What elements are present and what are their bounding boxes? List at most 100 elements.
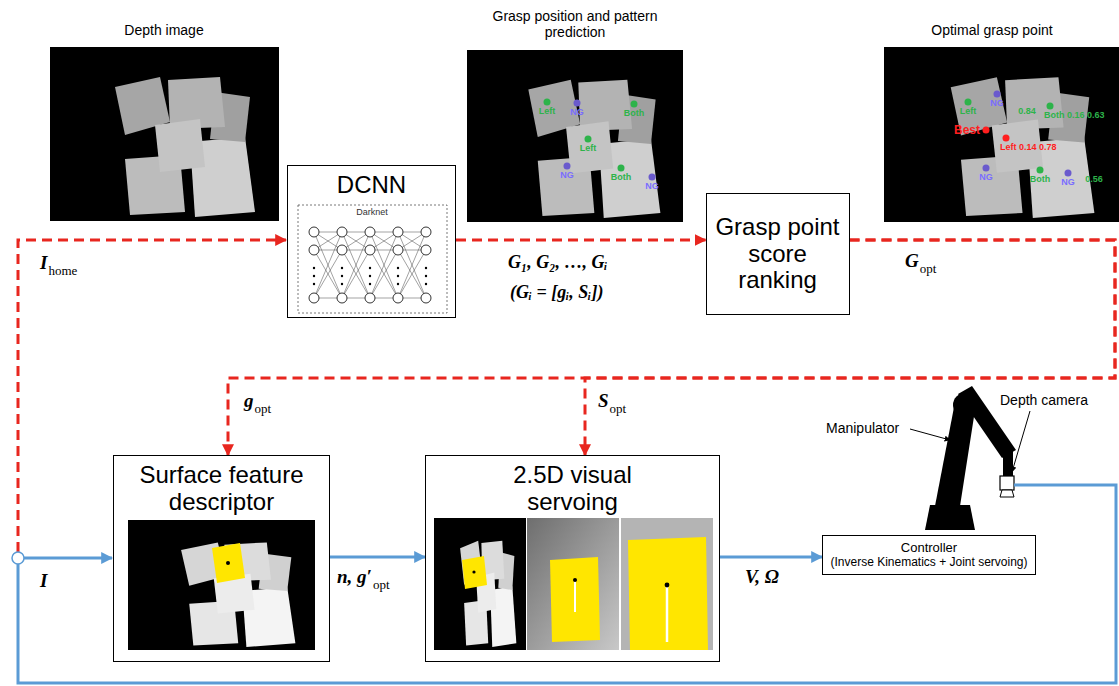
signal-name: (Gᵢ = [gᵢ, Sᵢ]) [510,282,603,303]
connector [456,239,706,242]
network-box: DCNN [287,165,456,318]
camera-lens [1000,490,1014,497]
connector [585,240,1115,455]
grasp-tag: NG [570,107,584,117]
grasp-tag: Both [624,108,645,118]
network-links [314,232,426,298]
grasp-dot [1047,103,1054,110]
process-box: Surface feature descriptor [113,455,330,662]
grasp-dot [1003,135,1010,142]
part-label: Manipulator [826,420,899,436]
image-heading: Optimal grasp point [931,22,1052,38]
network-frame [298,205,447,313]
robot-base [925,505,975,530]
grasp-dots [544,91,1072,181]
grasp-point [472,570,475,573]
grasp-tag: NG [1061,177,1075,187]
part-label: Depth camera [1000,392,1088,408]
signal-name: S [598,390,609,412]
signal-name: G₁, G₂, …, Gᵢ [508,252,608,273]
grasp-point [665,583,670,588]
grasp-dot [994,91,1001,98]
grasp-tag: NG [560,170,574,180]
depth-image [50,47,279,221]
signal-name: V, Ω [745,566,779,588]
grasp-score: 0.84 [1018,106,1036,116]
grasp-dot [1037,167,1044,174]
grasp-dot [649,174,656,181]
process-box: 2.5D visual servoing [425,455,720,662]
subscript: opt [373,578,390,593]
masked-depth-image [128,520,315,650]
grasp-point [573,578,577,582]
signal-name: G [905,250,919,272]
target-surface [628,537,708,650]
grasp-score: Both 0.16 0.63 [1044,110,1105,120]
guide-line [574,580,576,612]
grasp-dot [618,165,625,172]
connector [228,240,1115,455]
target-surface [212,543,245,583]
grasp-dot [544,99,551,106]
box-title: Surface feature descriptor [122,462,322,516]
signal-name: g [244,390,254,412]
junction [12,552,24,564]
box-title: 2.5D visual servoing [488,462,658,516]
connector [720,556,822,559]
grasp-dot [574,100,581,107]
subscript: opt [255,402,272,417]
signal-name: n, g′ [337,566,372,588]
network-illustration [298,205,447,313]
grasp-dot [983,165,990,172]
servoing-images [434,518,713,650]
ellipsis-dots [313,267,427,285]
target-surface [462,556,487,589]
grasp-tag: Left [539,106,556,116]
image-heading: Depth image [124,22,203,38]
subscript: opt [610,402,627,417]
network-name: Darknet [356,207,388,217]
grasp-dot [983,127,990,134]
subscript: home [48,264,77,279]
grasp-score: Left 0.14 0.78 [1000,142,1057,152]
neurons [309,227,431,303]
signal-name: I [40,252,47,274]
grasp-point [226,561,230,565]
grasp-dot [585,136,592,143]
connector [330,556,425,559]
grasp-tag: NG [645,181,659,191]
box-title: Grasp point score ranking [713,214,843,295]
signal-name: I [40,570,47,592]
image-input-line [24,557,112,560]
servo-frame [621,518,713,650]
grasp-dot [631,101,638,108]
grasp-tag: Left [580,143,597,153]
leader-line [1012,411,1030,472]
robot-link [935,402,975,506]
best-tag: Best [954,124,980,138]
surface-image [128,520,315,650]
box-title: DCNN [337,172,406,199]
image-heading: Grasp position and pattern prediction [465,8,685,40]
prediction-image [467,50,683,222]
grasp-dot [564,163,571,170]
box-title: Controller [901,541,957,556]
grasp-tag: NG [979,172,993,182]
guide-line [666,585,669,642]
box-text: (Inverse Kinematics + Joint servoing) [830,556,1027,569]
grasp-tag: NG [990,98,1004,108]
grasp-tag: Left [960,106,977,116]
grasp-score: 0.56 [1085,174,1103,184]
grasp-tag: Both [1030,174,1051,184]
process-box: Grasp point score ranking [706,193,850,315]
servo-frame [527,518,619,650]
robot-wrist [1003,450,1013,476]
leader-line [910,429,950,440]
grasp-tag: Both [611,172,632,182]
optimal-grasp-image [884,47,1119,222]
grasp-dot [965,99,972,106]
depth-camera [1000,476,1014,490]
